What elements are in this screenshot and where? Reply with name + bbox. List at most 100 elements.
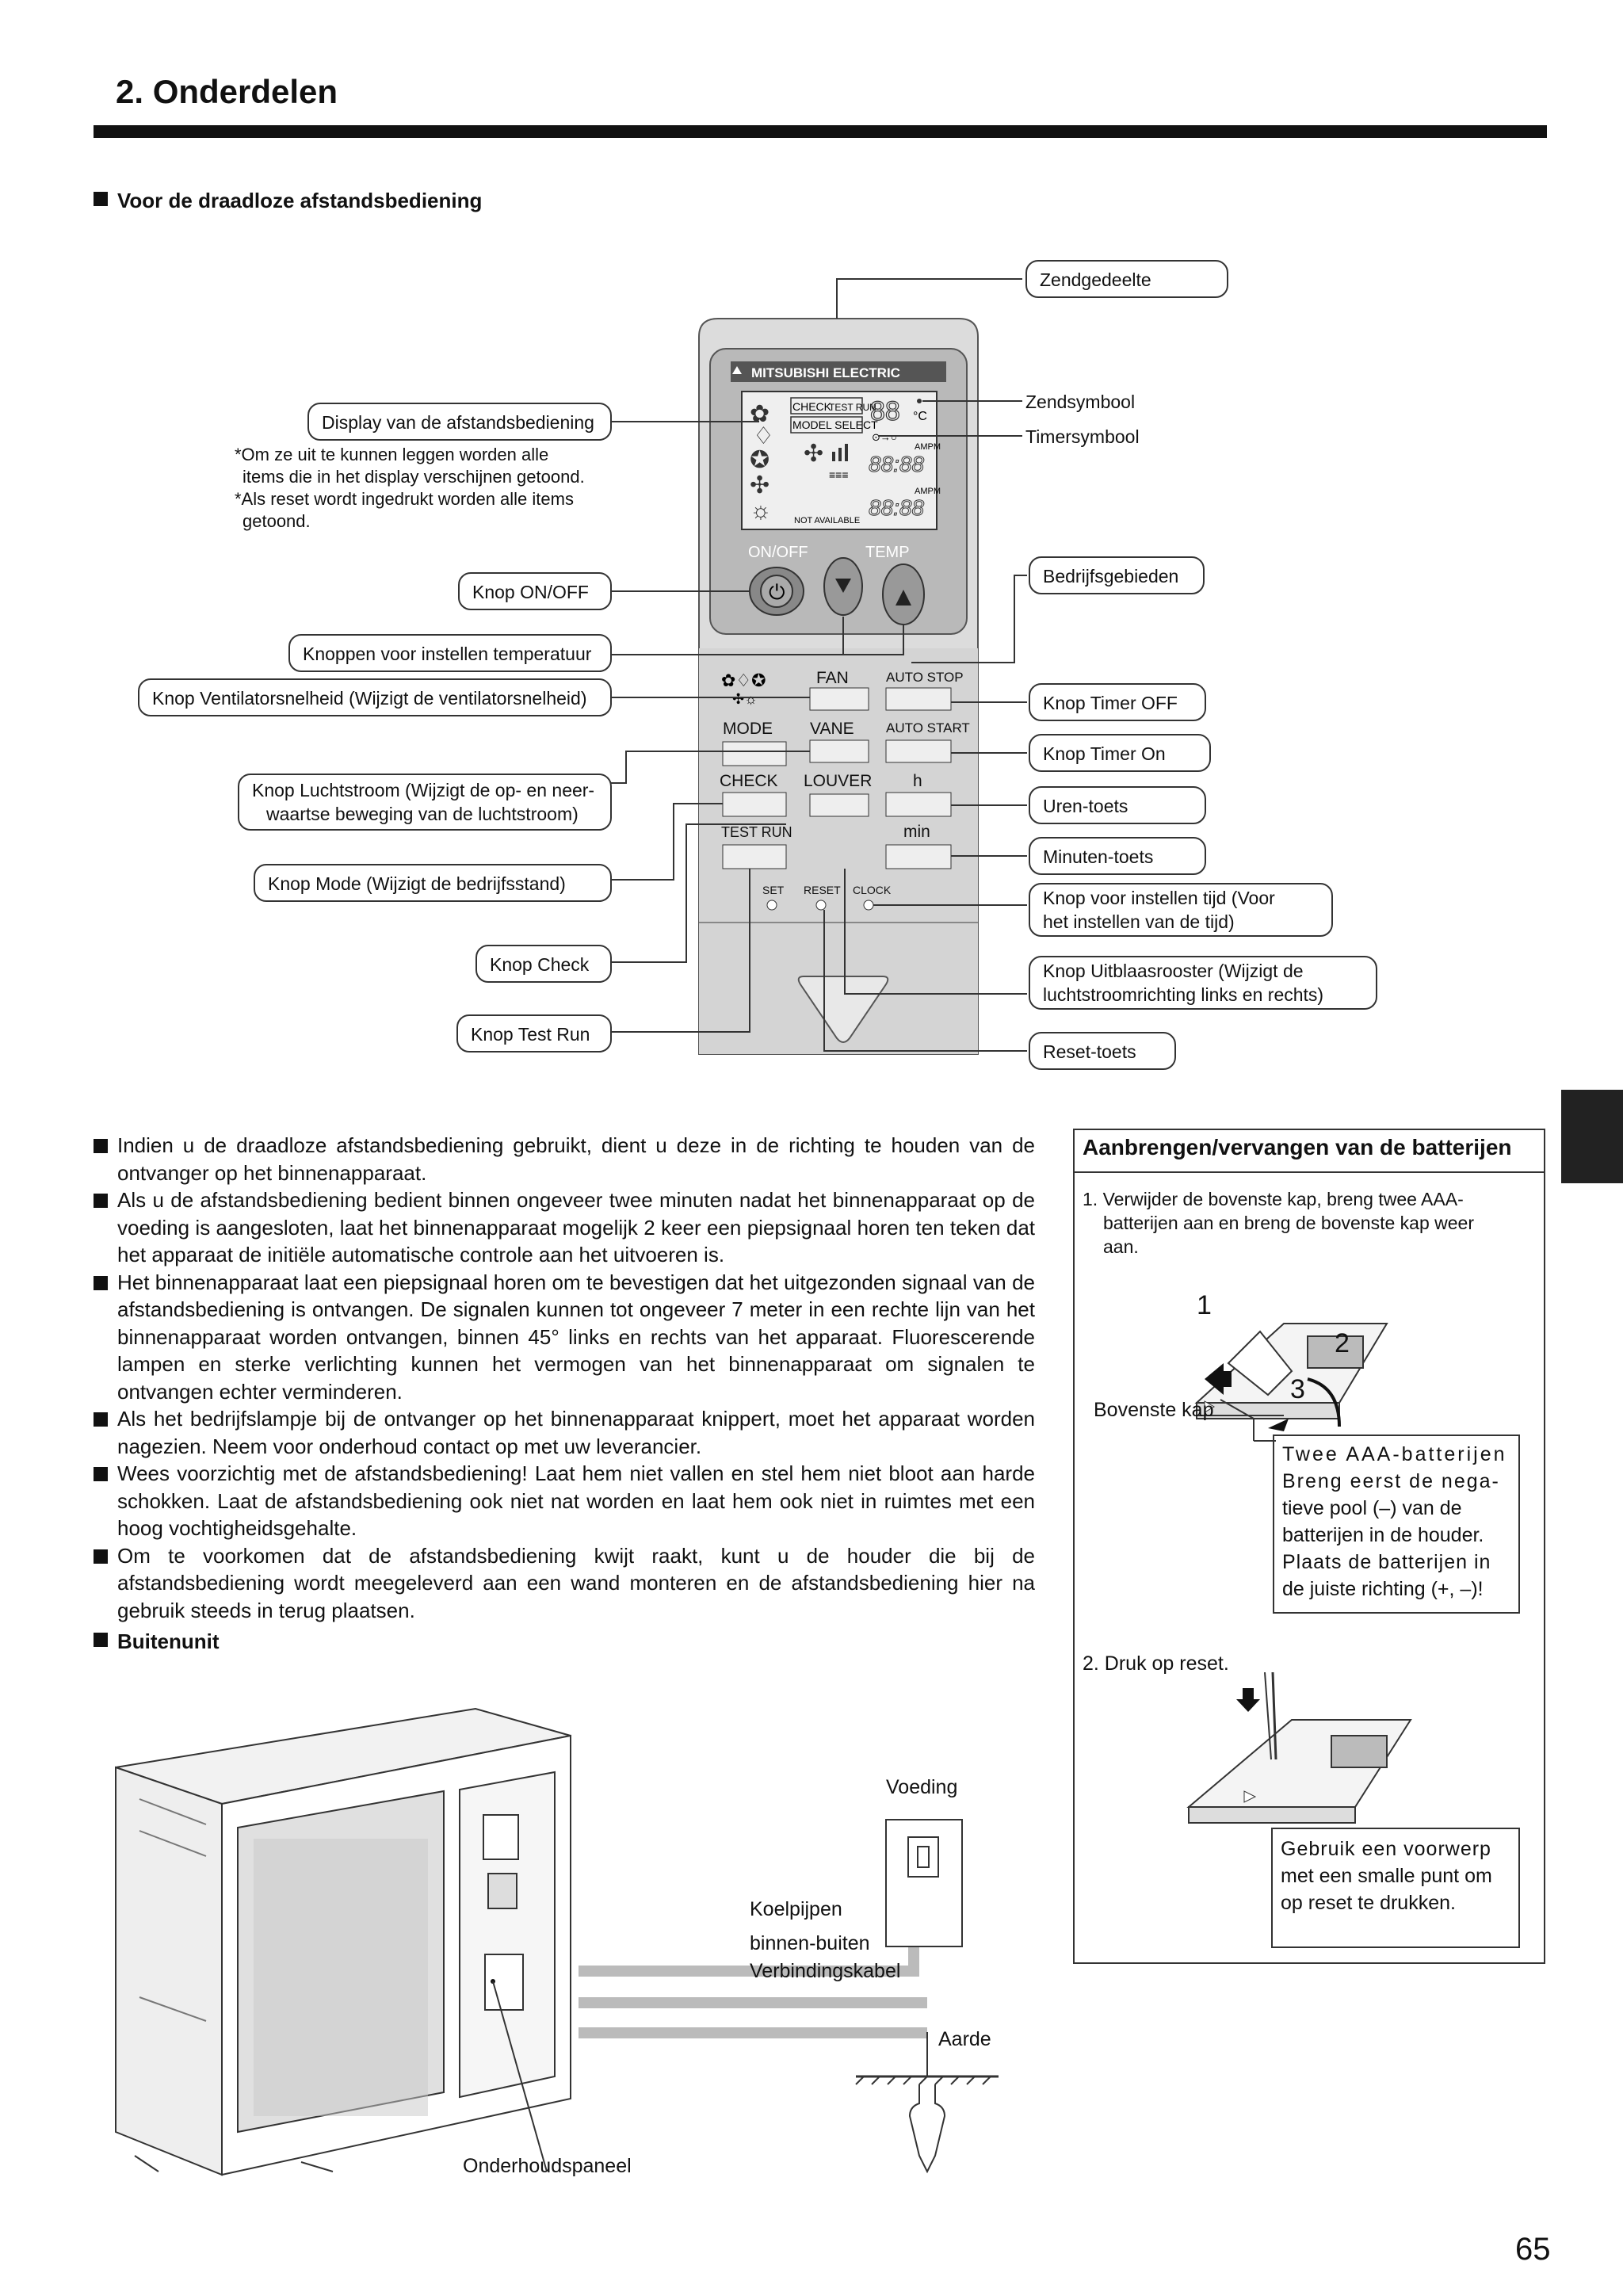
battery-illustration-1 <box>1194 1323 1388 1442</box>
step-number-2: 2 <box>1335 1328 1350 1358</box>
timer-symbol-icon: ⊙→○ <box>872 431 897 443</box>
check-button[interactable] <box>722 792 787 817</box>
pipe-3 <box>579 2027 927 2038</box>
louver-button[interactable] <box>809 793 869 817</box>
testrun-button[interactable] <box>722 844 787 869</box>
label-testrun: Knop Test Run <box>456 1014 612 1052</box>
onoff-button[interactable] <box>760 575 793 608</box>
arrow-3-icon <box>1268 1419 1289 1431</box>
display-note: *Om ze uit te kunnen leggen worden alle … <box>235 445 585 531</box>
bullet-square-icon <box>94 1467 108 1481</box>
mode-label: MODE <box>723 720 773 738</box>
arrow-1-icon <box>1205 1363 1232 1395</box>
auto-start-label: AUTO START <box>886 720 970 735</box>
instructions-list: Indien u de draadloze afstandsbediening … <box>92 1132 1035 1624</box>
h-label: h <box>913 772 922 790</box>
mode-button[interactable] <box>722 741 787 766</box>
battery-illustration-2 <box>1186 1672 1412 1824</box>
timer-on-button[interactable] <box>885 739 952 763</box>
bullet-square-icon <box>94 1549 108 1564</box>
step-number-1: 1 <box>1197 1290 1212 1320</box>
list-item: Als u de afstandsbediening bedient binne… <box>92 1186 1035 1269</box>
battery-heading: Aanbrengen/vervangen van de batterijen <box>1083 1135 1512 1159</box>
lcd-ampm-1: AMPM <box>915 442 941 452</box>
arrow-down-icon <box>835 579 851 593</box>
list-item: Om te voorkomen dat de afstandsbediening… <box>92 1542 1035 1625</box>
reset-info-box: Gebruik een voorwerp met een smalle punt… <box>1271 1828 1520 1948</box>
label-display: Display van de afstandsbediening <box>307 403 612 441</box>
power-icon: ⏻ <box>769 580 785 604</box>
battery-info-box: Twee AAA-batterijen Breng eerst de nega-… <box>1273 1435 1520 1614</box>
set-button[interactable] <box>766 900 777 911</box>
outdoor-unit-diagram <box>115 1707 999 2176</box>
label-onoff: Knop ON/OFF <box>458 572 612 610</box>
label-cable-a: binnen-buiten <box>750 1932 870 1954</box>
timer-off-button[interactable] <box>885 687 952 711</box>
label-time: Knop voor instellen tijd (Voor het inste… <box>1029 883 1333 937</box>
label-power: Voeding <box>886 1776 958 1798</box>
label-earth: Aarde <box>938 2028 991 2050</box>
onoff-label: ON/OFF <box>748 544 808 561</box>
label-louver: Knop Uitblaasrooster (Wijzigt de luchtst… <box>1029 956 1377 1010</box>
bullet-square-icon <box>94 1412 108 1427</box>
brand-logo-icon <box>732 366 742 374</box>
remote-diagram: MITSUBISHI ELECTRIC CHECK TEST RUN MODEL… <box>602 278 1027 1055</box>
press-arrow-icon <box>1236 1688 1260 1712</box>
lcd-temp-digits: 88 <box>870 396 900 426</box>
lcd-not-available: NOT AVAILABLE <box>794 516 860 525</box>
clock-label: CLOCK <box>853 884 892 896</box>
vane-button[interactable] <box>809 739 869 763</box>
arrow-up-icon <box>896 590 911 606</box>
label-hours: Uren-toets <box>1029 786 1206 824</box>
page-number: 65 <box>1515 2232 1551 2267</box>
label-mode: Knop Mode (Wijzigt de bedrijfsstand) <box>254 864 612 902</box>
label-minutes: Minuten-toets <box>1029 837 1206 875</box>
label-timer-off: Knop Timer OFF <box>1029 683 1206 721</box>
label-pipes: Koelpijpen <box>750 1898 842 1920</box>
louver-lcd-icon: ≡≡≡ <box>829 468 849 481</box>
page-title: 2. Onderdelen <box>116 73 338 110</box>
section-tab <box>1561 1090 1623 1183</box>
send-symbol-icon <box>917 399 922 403</box>
lcd-check: CHECK <box>792 400 832 413</box>
label-send-symbol: Zendsymbool <box>1025 392 1136 412</box>
lcd-ampm-2: AMPM <box>915 487 941 496</box>
fan-mode-icon: ✣ <box>750 472 769 499</box>
list-item: Indien u de draadloze afstandsbediening … <box>92 1132 1035 1186</box>
lcd-clock-2: 88:88 <box>869 495 924 520</box>
battery-step-2: 2. Druk op reset. <box>1083 1652 1229 1675</box>
louver-label: LOUVER <box>804 772 872 790</box>
pen-icon <box>1271 1672 1277 1760</box>
label-timer-on: Knop Timer On <box>1029 734 1211 772</box>
reset-button[interactable] <box>815 900 827 911</box>
label-panel: Onderhoudspaneel <box>463 2155 632 2177</box>
lcd-model-select: MODEL SELECT <box>792 418 878 431</box>
pipe-1 <box>579 1966 911 1977</box>
label-temp: Knoppen voor instellen temperatuur <box>288 634 612 672</box>
set-label: SET <box>762 884 785 896</box>
remote-brand: MITSUBISHI ELECTRIC <box>751 365 900 380</box>
list-item: Als het bedrijfslampje bij de ontvanger … <box>92 1405 1035 1460</box>
auto-icon: ✪ <box>750 447 769 473</box>
heat-icon: ☼ <box>750 498 772 524</box>
clock-button[interactable] <box>863 900 874 911</box>
label-fan: Knop Ventilatorsnelheid (Wijzigt de vent… <box>138 678 612 716</box>
check-label: CHECK <box>720 772 778 790</box>
reset-label: RESET <box>804 884 841 896</box>
label-emitter: Zendgedeelte <box>1025 260 1228 298</box>
battery-cover <box>797 976 889 1043</box>
auto-stop-label: AUTO STOP <box>886 670 964 685</box>
minutes-button[interactable] <box>885 844 952 869</box>
earth-rod <box>908 2084 946 2174</box>
label-operation: Bedrijfsgebieden <box>1029 556 1205 594</box>
mode-icons-2: ✣☼ <box>732 691 758 707</box>
hours-button[interactable] <box>885 792 952 817</box>
fan-button[interactable] <box>809 687 869 711</box>
list-item: Wees voorzichtig met de afstandsbedienin… <box>92 1460 1035 1542</box>
label-top-cover: Bovenste kap <box>1094 1399 1214 1421</box>
battery-step-1: 1. Verwijder de bovenste kap, breng twee… <box>1083 1189 1474 1257</box>
vane-label: VANE <box>810 720 854 738</box>
header-rule <box>94 125 1547 138</box>
bullet-square-icon <box>94 1275 108 1290</box>
fan-label: FAN <box>816 669 849 687</box>
